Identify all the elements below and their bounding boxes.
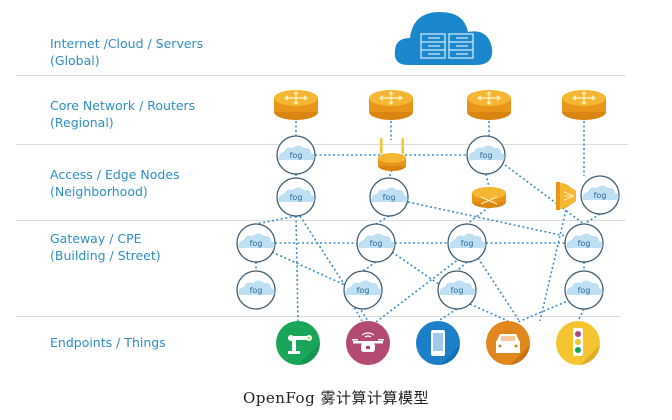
layer-title: Internet /Cloud / Servers [50, 36, 204, 51]
fog-node-icon: fog [564, 223, 604, 263]
fog-node-icon: fog [276, 135, 316, 175]
network-link [469, 303, 509, 322]
switch-icon [472, 187, 506, 208]
fog-node-icon: fog [236, 223, 276, 263]
network-link [255, 215, 297, 225]
fog-node-label: fog [357, 286, 370, 295]
network-link [456, 261, 468, 272]
robot-arm-icon [276, 321, 320, 365]
fog-nodes-group: fog fog fog fog fog fog fog fog fog fog fog fog fog [236, 135, 620, 310]
fog-node-label: fog [250, 286, 263, 295]
fog-node-icon: fog [437, 270, 477, 310]
layer-separator [16, 75, 626, 76]
speaker-icon [556, 182, 576, 210]
fog-node-icon: fog [447, 223, 487, 263]
network-link [388, 169, 393, 179]
fog-node-label: fog [250, 239, 263, 248]
network-link [466, 206, 490, 225]
car-icon [486, 321, 530, 365]
layer-label-access: Access / Edge Nodes (Neighborhood) [50, 166, 180, 200]
fog-node-label: fog [451, 286, 464, 295]
network-link [583, 213, 601, 225]
network-link [391, 251, 441, 286]
network-link [577, 308, 585, 322]
network-link [375, 215, 390, 225]
fog-node-label: fog [370, 239, 383, 248]
fog-node-icon: fog [580, 175, 620, 215]
layer-separator [16, 144, 628, 145]
layer-separator [16, 220, 626, 221]
drone-icon [346, 321, 390, 365]
fog-node-label: fog [578, 239, 591, 248]
fog-node-icon: fog [236, 270, 276, 310]
network-link [271, 251, 346, 286]
layer-subtitle: (Neighborhood) [50, 184, 148, 199]
network-link [539, 209, 567, 322]
wireless-router-icon [378, 138, 406, 171]
fog-node-label: fog [383, 193, 396, 202]
layer-label-gateway: Gateway / CPE (Building / Street) [50, 230, 161, 264]
router-icon [273, 89, 319, 121]
network-link [437, 308, 458, 322]
fog-node-label: fog [290, 193, 303, 202]
layer-label-endpoints: Endpoints / Things [50, 334, 166, 351]
layer-title: Access / Edge Nodes [50, 167, 180, 182]
router-icon [561, 89, 607, 121]
smartphone-icon [416, 321, 460, 365]
fog-node-label: fog [290, 151, 303, 160]
network-link [477, 257, 521, 323]
fog-node-label: fog [480, 151, 493, 160]
layer-label-cloud: Internet /Cloud / Servers (Global) [50, 35, 203, 69]
fog-node-label: fog [461, 239, 474, 248]
fog-node-icon: fog [343, 270, 383, 310]
network-link [485, 173, 490, 188]
network-link [517, 299, 571, 323]
fog-node-icon: fog [356, 223, 396, 263]
layer-subtitle: (Building / Street) [50, 248, 161, 263]
network-link [362, 261, 377, 272]
fog-node-icon: fog [564, 270, 604, 310]
layer-title: Gateway / CPE [50, 231, 142, 246]
fog-node-icon: fog [369, 177, 409, 217]
cloud-servers-icon [394, 12, 493, 65]
figure-caption: OpenFog 雾计算计算模型 [243, 389, 429, 407]
traffic-light-icon [556, 321, 600, 365]
fog-node-icon: fog [276, 177, 316, 217]
fog-node-label: fog [594, 191, 607, 200]
layer-label-core: Core Network / Routers (Regional) [50, 97, 195, 131]
network-link [504, 164, 585, 225]
layer-subtitle: (Global) [50, 53, 100, 68]
layer-subtitle: (Regional) [50, 115, 114, 130]
fog-node-icon: fog [466, 135, 506, 175]
layer-title: Endpoints / Things [50, 335, 166, 350]
network-link [295, 215, 299, 322]
layer-title: Core Network / Routers [50, 98, 196, 113]
layer-separator [16, 316, 621, 317]
router-icon [368, 89, 414, 121]
fog-node-label: fog [578, 286, 591, 295]
router-icon [466, 89, 512, 121]
